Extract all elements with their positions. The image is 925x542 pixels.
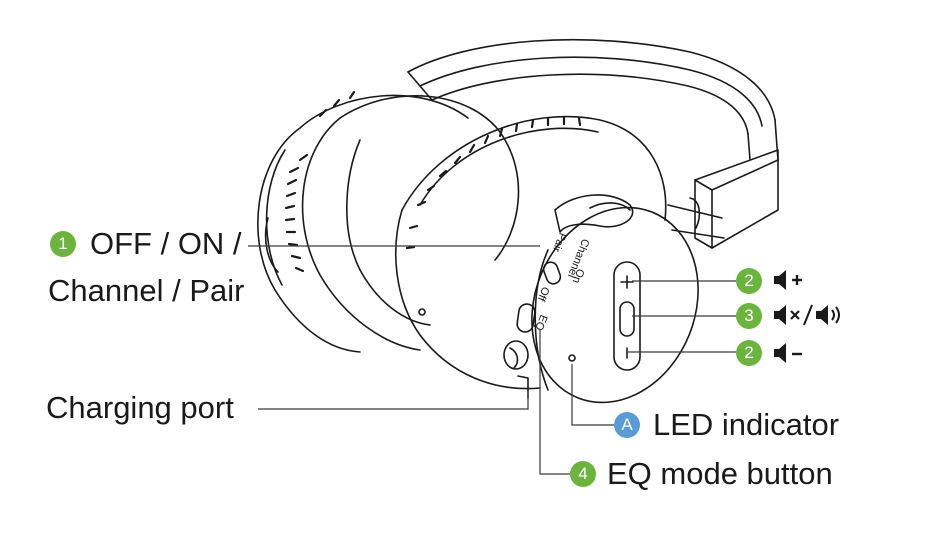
- marking-on: On: [570, 267, 587, 285]
- leader-eq: [539, 330, 570, 475]
- callout-badge-led: A: [614, 412, 640, 438]
- pair-switch: [542, 194, 634, 285]
- leader-led: [571, 364, 614, 426]
- front-cushion: [301, 95, 520, 351]
- back-earcup: [257, 94, 469, 353]
- charging-port-shape: [503, 340, 529, 399]
- front-cup-ribs: [405, 115, 582, 250]
- power-label-line1: OFF / ON /: [90, 226, 242, 261]
- marking-off: Off: [534, 285, 551, 304]
- control-plate: [531, 206, 699, 404]
- leader-charging: [258, 390, 529, 410]
- power-label-line2: Channel / Pair: [48, 273, 245, 308]
- callout-badge-vol-up: 2: [736, 268, 762, 294]
- callout-badge-vol-down: 2: [736, 340, 762, 366]
- volume-up-icon: [772, 266, 808, 294]
- charging-port-label: Charging port: [46, 390, 234, 425]
- led-hole: [568, 354, 576, 362]
- headband-slider: [667, 149, 779, 249]
- headband: [407, 38, 779, 161]
- callout-badge-mute: 3: [736, 303, 762, 329]
- volume-down-icon: [772, 339, 808, 367]
- led-indicator-label: LED indicator: [653, 407, 840, 442]
- back-cup-ribs: [284, 90, 356, 273]
- mic-hole: [418, 308, 426, 316]
- marking-pair: Pair: [550, 231, 569, 254]
- eq-button-shape: [516, 303, 536, 333]
- eq-mode-button-label: EQ mode button: [607, 456, 833, 491]
- front-earcup: [394, 115, 667, 390]
- callout-badge-power: 1: [50, 231, 76, 257]
- mute-unmute-icon: [772, 301, 848, 329]
- marking-eq: EQ: [532, 313, 549, 333]
- callout-badge-eq: 4: [570, 461, 596, 487]
